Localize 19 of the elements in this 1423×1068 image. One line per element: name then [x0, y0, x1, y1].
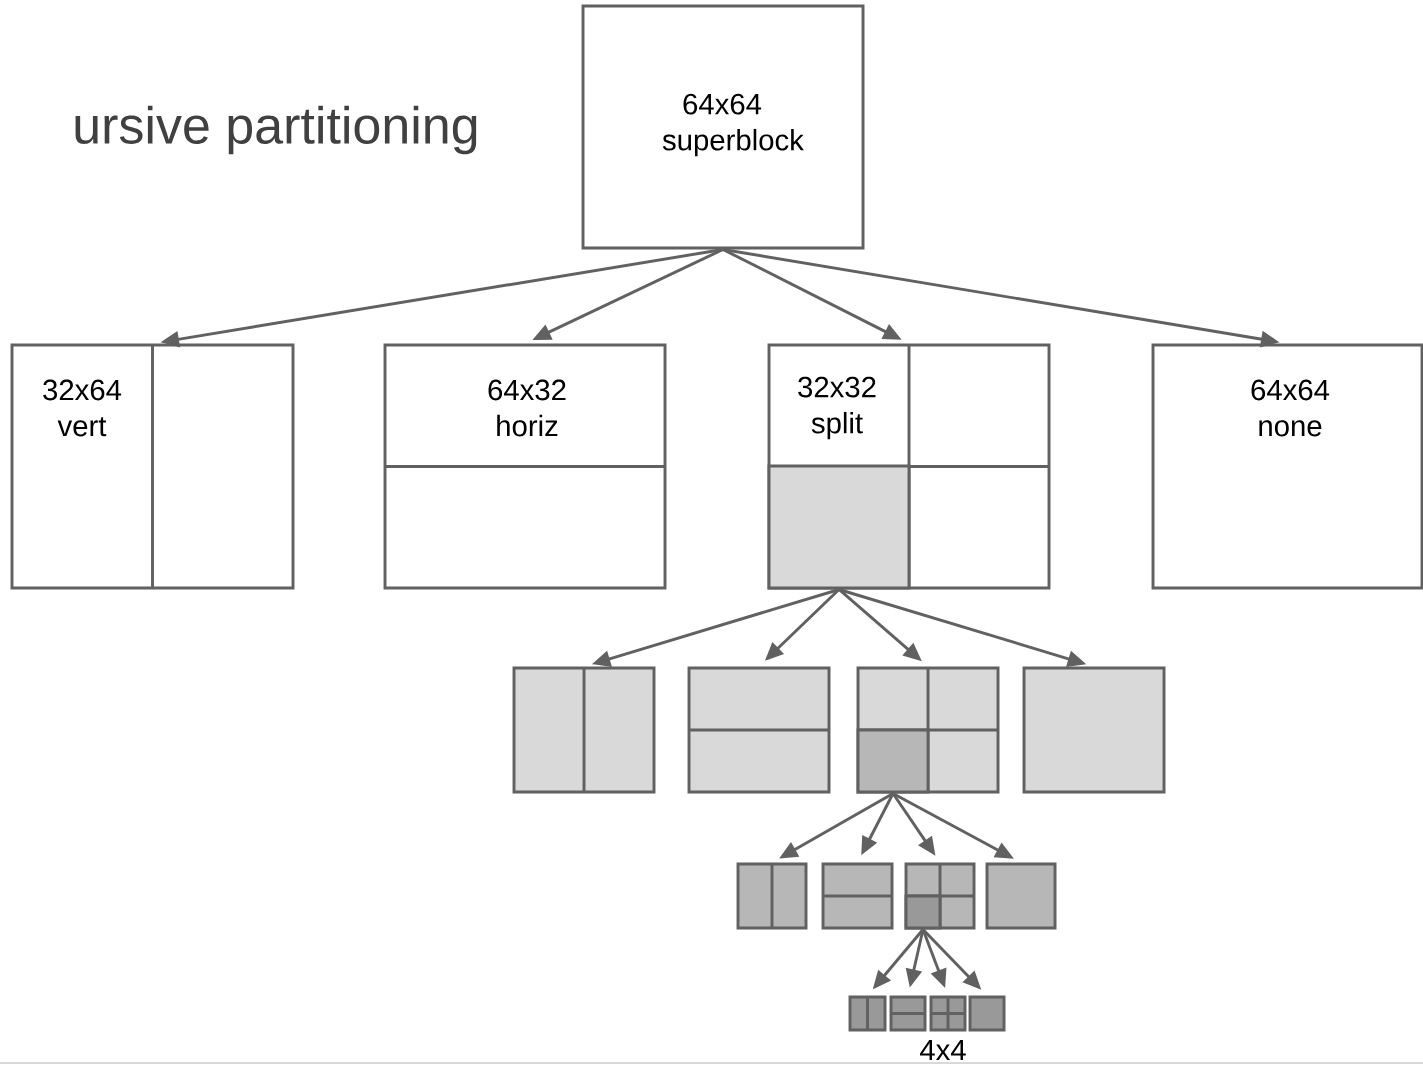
sub-block: [904, 894, 942, 930]
block-box: 64x64 superblock: [581, 4, 865, 250]
block-box: 64x32 horiz: [383, 343, 667, 590]
block-box: [1022, 666, 1166, 794]
block-box: [512, 666, 656, 794]
block-box: [736, 862, 808, 930]
block-box: [848, 995, 887, 1032]
block-box: [889, 995, 927, 1032]
slide-title: ursive partitioning: [75, 105, 477, 155]
size-label: 4x4: [920, 1039, 966, 1061]
block-box: [968, 995, 1006, 1032]
block-box: [985, 862, 1057, 930]
sub-block: [856, 728, 930, 794]
block-box: [821, 862, 894, 930]
block-box: 32x64 vert: [10, 343, 295, 590]
block-box: [929, 995, 967, 1032]
sub-block: [767, 464, 911, 590]
block-box: 64x64 none: [1151, 343, 1423, 590]
block-box: [687, 666, 831, 794]
